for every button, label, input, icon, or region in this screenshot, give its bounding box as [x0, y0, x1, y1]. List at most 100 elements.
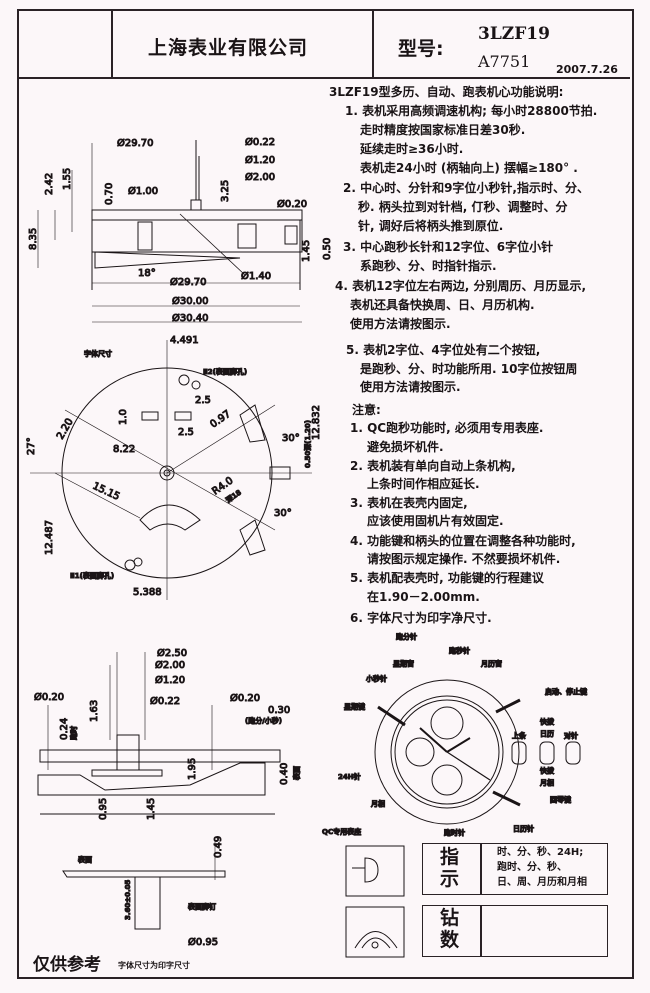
jewels-label: 钻数 — [440, 907, 460, 951]
dial-label: 星期窗 — [393, 659, 414, 668]
note-line: 2. 表机装有单向自动上条机构, — [350, 459, 516, 473]
drawing-date: 2007.7.26 — [556, 63, 618, 76]
dimension-label: 27° — [26, 437, 37, 455]
dimension-label: Ø0.22 — [245, 136, 275, 148]
dimension-label: 1.0 — [118, 409, 129, 425]
dimension-label: 12.487 — [44, 520, 55, 555]
dimension-label: 跑时 — [69, 726, 78, 740]
dimension-label: 8.35 — [28, 228, 39, 250]
dial-label: 跑分针 — [396, 632, 417, 641]
dial-label: 回零键 — [550, 795, 571, 804]
note-line: 在1.90－2.00mm. — [367, 590, 480, 604]
dial-label: 上条 — [512, 731, 527, 740]
description-line: 秒. 柄头拉到对针档, 仃秒、调整时、分 — [358, 200, 568, 214]
dimension-label: 30° — [282, 433, 300, 444]
dimension-label: (跑分/小秒) — [245, 716, 282, 725]
indicator-value-cell — [480, 843, 608, 895]
divider — [372, 9, 374, 77]
description-title: 3LZF19型多历、自动、跑表机心功能说明: — [329, 85, 564, 99]
dimension-label: Ø1.40 — [241, 270, 271, 282]
jewels-value-cell — [480, 905, 608, 957]
dimension-label: 2.20 — [55, 417, 76, 442]
dimension-label: 4.491 — [170, 335, 199, 346]
dimension-label: 30° — [274, 508, 292, 519]
description-line: 2. 中心时、分针和9字位小秒针,指示时、分、 — [343, 181, 589, 195]
dimension-label: 1.55 — [62, 168, 73, 190]
dimension-label: 18° — [138, 268, 156, 279]
dimension-label: 3.25 — [220, 180, 231, 202]
dimension-label: 8.22 — [113, 444, 135, 455]
dimension-label: Ø2.50 — [157, 647, 187, 659]
dimension-label: 3.60±0.05 — [124, 879, 132, 920]
dimension-label: Ø0.20 — [34, 691, 64, 703]
notes-title: 注意: — [352, 403, 381, 417]
dimension-label: E1(表面脚孔) — [70, 571, 114, 580]
description-line: 走时精度按国家标准日差30秒. — [360, 123, 526, 137]
description-line: 4. 表机12字位左右两边, 分别周历、月历显示, — [335, 279, 587, 293]
dial-label: 对针 — [564, 731, 578, 740]
company-name: 上海表业有限公司 — [148, 37, 309, 59]
description-line: 表机还具备快换周、日、月历机构. — [350, 298, 535, 312]
dimension-label: E2(表面脚孔) — [203, 367, 247, 376]
dial-label: 日历针 — [513, 824, 534, 833]
dimension-label: Ø0.95 — [188, 936, 218, 948]
note-line: 避免损坏机件. — [367, 440, 444, 454]
cross-section-drawing — [37, 652, 281, 815]
dimension-label: 0.24 — [59, 718, 70, 740]
indicator-value: 跑时、分、秒、 — [497, 862, 567, 873]
dimension-label: 2.5 — [178, 427, 194, 438]
dial-label: QC专用表座 — [322, 827, 361, 836]
dimension-label: 2.42 — [44, 173, 55, 195]
description-line: 使用方法请按图示. — [350, 317, 451, 331]
dimension-label: Ø29.70 — [170, 276, 207, 288]
description-line: 表机走24小时 (柄轴向上) 摆幅≥180° . — [360, 161, 578, 175]
dimension-label: 1.45 — [301, 240, 312, 262]
dimension-label: 表面 — [292, 766, 301, 781]
dimension-label: 12.832 — [311, 405, 322, 440]
dial-label: 跑秒针 — [449, 646, 470, 655]
dimension-label: 0.70 — [104, 183, 115, 205]
reference-only-note: 仅供参考 — [33, 955, 101, 975]
dimension-label: Ø30.00 — [172, 295, 209, 307]
dimension-label: Ø2.00 — [245, 171, 275, 183]
dimension-label: 1.63 — [89, 700, 100, 722]
indicator-value: 时、分、秒、24H; — [497, 847, 584, 858]
dimension-label: 2.5 — [195, 395, 211, 406]
model-label: 型号: — [398, 38, 444, 60]
rotor-pivot-icon — [371, 941, 379, 949]
dimension-label: Ø2.00 — [155, 659, 185, 671]
dimension-label: Ø0.20 — [277, 198, 307, 210]
rotor-icon — [354, 931, 398, 949]
note-line: 5. 表机配表壳时, 功能键的行程建议 — [350, 571, 544, 585]
dial-label: 日历 — [540, 729, 554, 738]
note-line: 1. QC跑秒功能时, 必须用专用表座. — [350, 421, 544, 435]
side-view-drawing — [37, 140, 303, 323]
indicator-label-cell — [422, 843, 482, 895]
dimension-label: 0.50深(1.20) — [303, 420, 312, 468]
dimension-label: Ø1.20 — [155, 674, 185, 686]
dimension-label: 1.95 — [187, 758, 198, 780]
dial-label: 月相 — [370, 799, 385, 808]
dial-label: 快拨 — [540, 717, 555, 726]
dial-label: 跑时针 — [444, 828, 465, 837]
note-line: 请按图示规定操作. 不然要损坏机件. — [367, 552, 561, 566]
note-line: 应该使用固机片有效固定. — [367, 514, 504, 528]
dial-label: 24H针 — [338, 772, 361, 781]
dial-foot-drawing — [62, 840, 226, 930]
dimension-label: Ø1.00 — [128, 185, 158, 197]
description-line: 是跑秒、分、时功能所用. 10字位按钮周 — [360, 362, 578, 376]
dimension-label: 0.40 — [279, 763, 290, 785]
dial-label: 月历窗 — [480, 659, 502, 668]
description-line: 系跑秒、分、时指针指示. — [360, 259, 497, 273]
divider — [111, 9, 113, 77]
indicator-value: 日、周、月历和月相 — [497, 877, 587, 888]
dial-label: 快拨 — [540, 766, 555, 775]
dimension-label: Ø29.70 — [117, 137, 154, 149]
dimension-label: 5.388 — [133, 587, 162, 598]
dimension-label: Ø1.20 — [245, 154, 275, 166]
description-line: 针, 调好后将柄头推到原位. — [358, 219, 504, 233]
winding-rotor-icon — [345, 906, 405, 958]
crown-position-icon — [345, 845, 405, 897]
model-code: 3LZF19 — [478, 24, 550, 44]
